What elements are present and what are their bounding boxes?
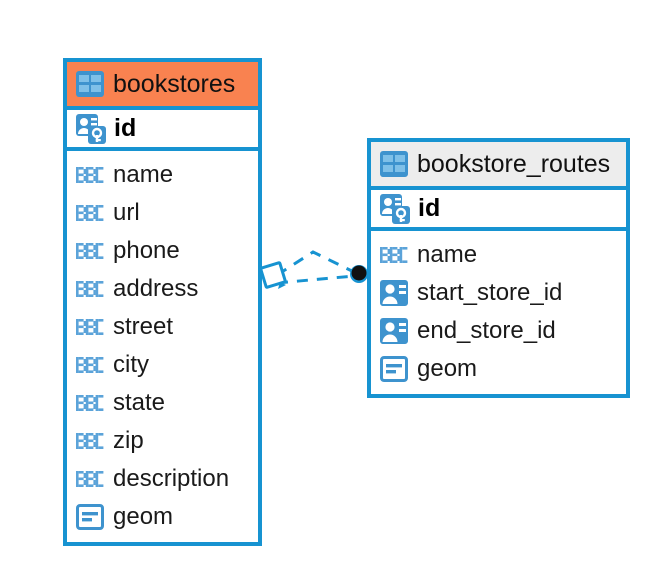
primary-key-label: id — [114, 114, 137, 142]
field-label: start_store_id — [417, 279, 563, 306]
field-label: state — [113, 389, 166, 416]
entity-bookstore-routes[interactable]: bookstore_routes id — [367, 138, 630, 398]
foreign-key-icon — [380, 280, 408, 306]
entity-header-bookstore-routes[interactable]: bookstore_routes — [371, 142, 626, 186]
primary-key-row[interactable]: id — [371, 186, 626, 231]
primary-key-label: id — [418, 194, 441, 222]
field-label: address — [113, 275, 199, 302]
field-label: name — [113, 161, 174, 188]
field-row[interactable]: name — [371, 236, 626, 274]
text-type-icon — [76, 319, 104, 335]
relationship-line-lower — [276, 274, 355, 285]
text-type-icon — [76, 395, 104, 411]
field-row[interactable]: name — [67, 156, 258, 194]
geometry-type-icon — [76, 504, 104, 530]
field-row[interactable]: phone — [67, 232, 258, 270]
field-row[interactable]: url — [67, 194, 258, 232]
text-type-icon — [76, 167, 104, 183]
field-row[interactable]: street — [67, 308, 258, 346]
text-type-icon — [76, 205, 104, 221]
field-label: city — [113, 351, 149, 378]
field-label: geom — [113, 503, 174, 530]
field-row[interactable]: address — [67, 270, 258, 308]
text-type-icon — [76, 433, 104, 449]
field-row[interactable]: start_store_id — [371, 274, 626, 312]
text-type-icon — [76, 243, 104, 259]
text-type-icon — [76, 281, 104, 297]
field-list-bookstore-routes: name start_store_id — [371, 231, 626, 392]
entity-header-bookstores[interactable]: bookstores — [67, 62, 258, 106]
table-icon — [76, 71, 104, 97]
diamond-marker — [259, 261, 287, 289]
field-label: street — [113, 313, 174, 340]
table-icon — [380, 151, 408, 177]
text-type-icon — [380, 247, 408, 263]
text-type-icon — [76, 357, 104, 373]
primary-key-icon — [76, 113, 106, 144]
field-row[interactable]: geom — [67, 498, 258, 536]
entity-title: bookstore_routes — [417, 149, 611, 178]
field-label: zip — [113, 427, 144, 454]
field-list-bookstores: name url — [67, 151, 258, 540]
text-type-icon — [76, 471, 104, 487]
geometry-type-icon — [380, 356, 408, 382]
field-label: phone — [113, 237, 180, 264]
entity-title: bookstores — [113, 69, 236, 98]
field-row[interactable]: end_store_id — [371, 312, 626, 350]
field-label: geom — [417, 355, 478, 382]
field-label: description — [113, 465, 230, 492]
primary-key-row[interactable]: id — [67, 106, 258, 151]
relationship-line-upper — [276, 250, 355, 277]
field-label: end_store_id — [417, 317, 556, 344]
field-row[interactable]: description — [67, 460, 258, 498]
primary-key-icon — [380, 193, 410, 224]
field-row[interactable]: geom — [371, 350, 626, 388]
field-row[interactable]: zip — [67, 422, 258, 460]
entity-bookstores[interactable]: bookstores id — [63, 58, 262, 546]
field-row[interactable]: state — [67, 384, 258, 422]
field-row[interactable]: city — [67, 346, 258, 384]
filled-circle-marker — [350, 265, 368, 283]
field-label: name — [417, 241, 478, 268]
field-label: url — [113, 199, 140, 226]
foreign-key-icon — [380, 318, 408, 344]
relationship-connector[interactable] — [255, 238, 375, 310]
